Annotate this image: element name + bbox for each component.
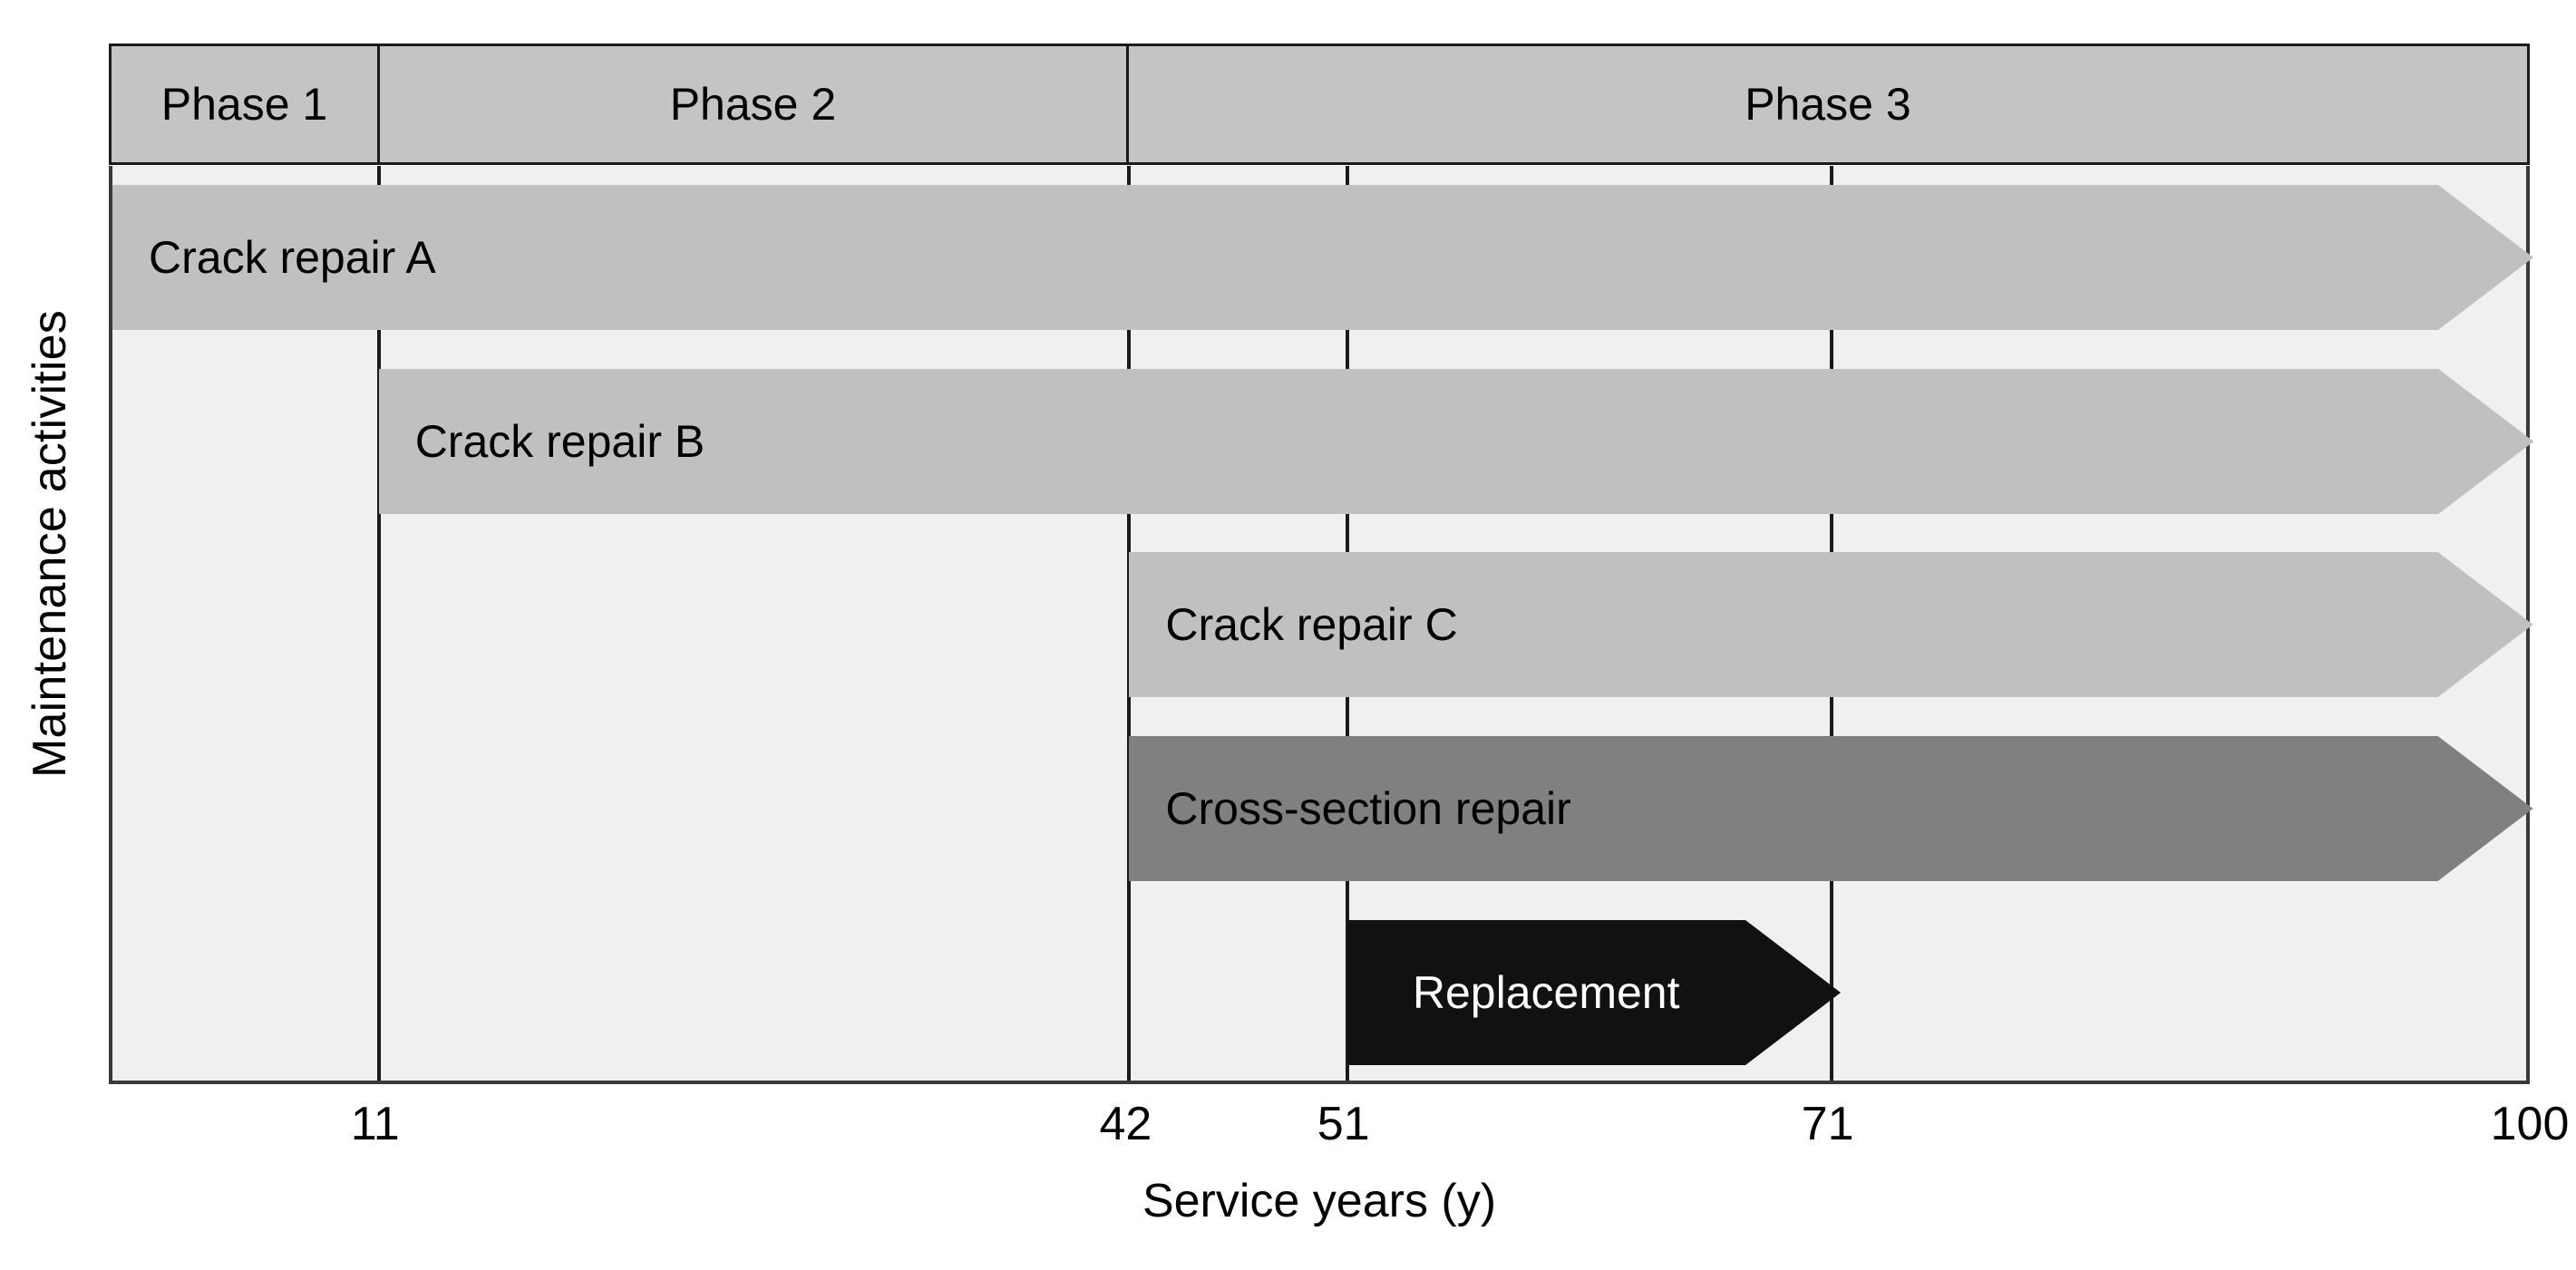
phase-header-band: Phase 1 Phase 2 Phase 3 — [109, 44, 2530, 165]
x-axis-label: Service years (y) — [1142, 1175, 1497, 1227]
activity-bar[interactable]: Cross-section repair — [1129, 736, 2533, 882]
activity-bar-arrow-shape — [1346, 919, 1841, 1065]
activity-bar[interactable]: Replacement — [1346, 919, 1841, 1065]
activity-bar-label: Cross-section repair — [1165, 783, 1571, 835]
activity-bar[interactable]: Crack repair B — [378, 368, 2533, 514]
bar-row: Replacement — [112, 900, 2526, 1084]
activity-bar-label: Crack repair C — [1165, 599, 1458, 651]
activity-bar-label: Crack repair A — [149, 232, 436, 284]
x-tick-label: 42 — [1099, 1098, 1152, 1150]
activity-bar-label: Replacement — [1412, 966, 1680, 1018]
bar-row: Crack repair A — [112, 166, 2533, 350]
bar-row: Cross-section repair — [112, 717, 2533, 901]
bar-row: Crack repair C — [112, 533, 2533, 717]
x-tick-label: 71 — [1801, 1098, 1854, 1150]
activity-bar[interactable]: Crack repair A — [112, 185, 2533, 331]
phase-separator-line — [1127, 166, 1132, 1081]
x-tick-label: 11 — [350, 1098, 400, 1150]
bar-row: Crack repair B — [112, 350, 2533, 534]
plot-area: Crack repair A Crack repair B Crack repair… — [109, 166, 2533, 1084]
phase-header-cell: Phase 2 — [377, 46, 1126, 162]
x-axis-tick-labels: 11 42 51 71 100 — [0, 1097, 2576, 1169]
activity-bar-label: Crack repair B — [414, 415, 705, 467]
phase-header-label: Phase 2 — [669, 79, 837, 130]
phase-header-label: Phase 3 — [1745, 79, 1911, 130]
activity-bar-arrow-shape — [378, 368, 2533, 514]
phase-header-cell: Phase 1 — [112, 46, 377, 162]
x-tick-label: 51 — [1317, 1098, 1370, 1150]
phase-header-cell: Phase 3 — [1125, 46, 2527, 162]
phase-separator-line — [376, 166, 381, 1081]
phase-header-label: Phase 1 — [160, 79, 328, 130]
activity-bar-arrow-shape — [1129, 552, 2533, 698]
activity-bar-arrow-shape — [1129, 736, 2533, 882]
y-axis-label-text: Maintenance activities — [24, 310, 76, 778]
y-axis-label: Maintenance activities — [0, 0, 100, 1088]
x-tick-label: 100 — [2490, 1098, 2570, 1150]
activity-bar-arrow-shape — [112, 185, 2533, 331]
activity-bar[interactable]: Crack repair C — [1129, 552, 2533, 698]
plot-inner: Crack repair A Crack repair B Crack repair… — [112, 166, 2533, 1084]
